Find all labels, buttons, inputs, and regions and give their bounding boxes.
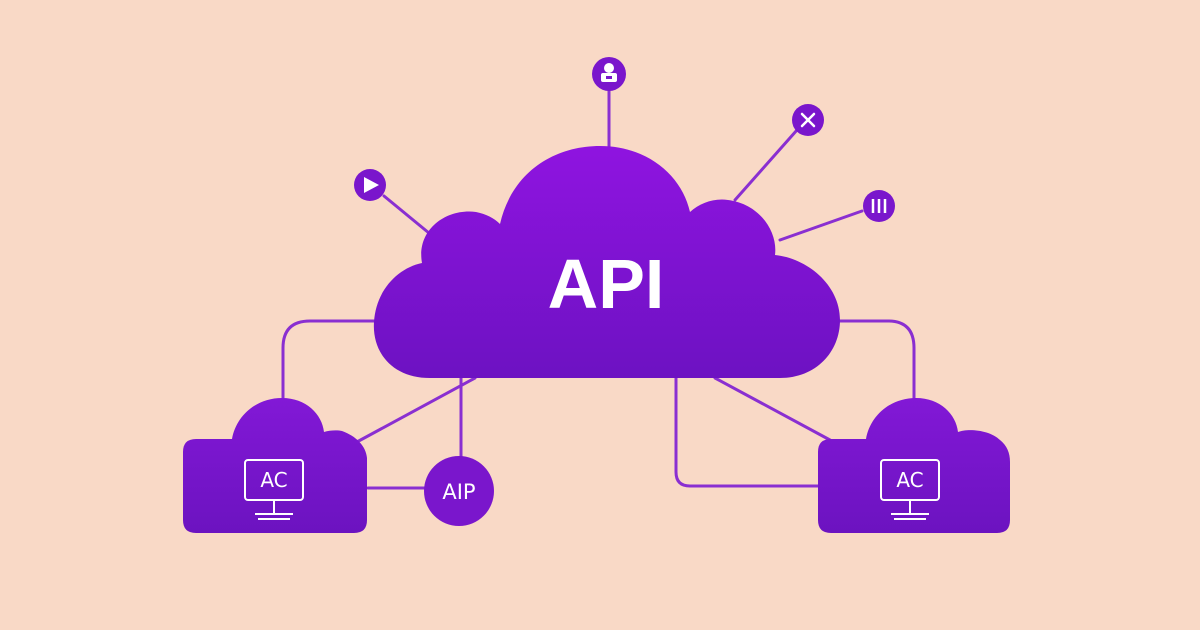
aip-node-label: AIP — [442, 480, 475, 504]
left-monitor-icon: AC — [244, 459, 304, 520]
right-monitor-icon: AC — [880, 459, 940, 520]
left-ac-cloud[interactable]: AC — [183, 398, 367, 533]
play-icon[interactable] — [354, 169, 386, 201]
connector-bars — [778, 209, 864, 242]
connector-lines — [281, 88, 916, 490]
user-lock-icon[interactable] — [592, 57, 626, 91]
connector-play — [382, 194, 437, 240]
bars-icon[interactable] — [863, 190, 895, 222]
left-monitor-label: AC — [260, 468, 287, 492]
connector-left-diagonal — [353, 376, 477, 445]
right-ac-cloud[interactable]: AC — [818, 398, 1010, 533]
connector-right-diagonal — [713, 376, 832, 442]
connector-close — [733, 128, 799, 202]
aip-node[interactable]: AIP — [424, 456, 494, 526]
connector-right-bottom — [674, 376, 820, 488]
connector-left-elbow — [281, 319, 380, 402]
connector-right-elbow — [838, 319, 916, 402]
main-cloud-label: API — [548, 245, 665, 323]
main-api-cloud[interactable]: API — [373, 146, 840, 378]
right-monitor-label: AC — [896, 468, 923, 492]
close-icon[interactable] — [792, 104, 824, 136]
